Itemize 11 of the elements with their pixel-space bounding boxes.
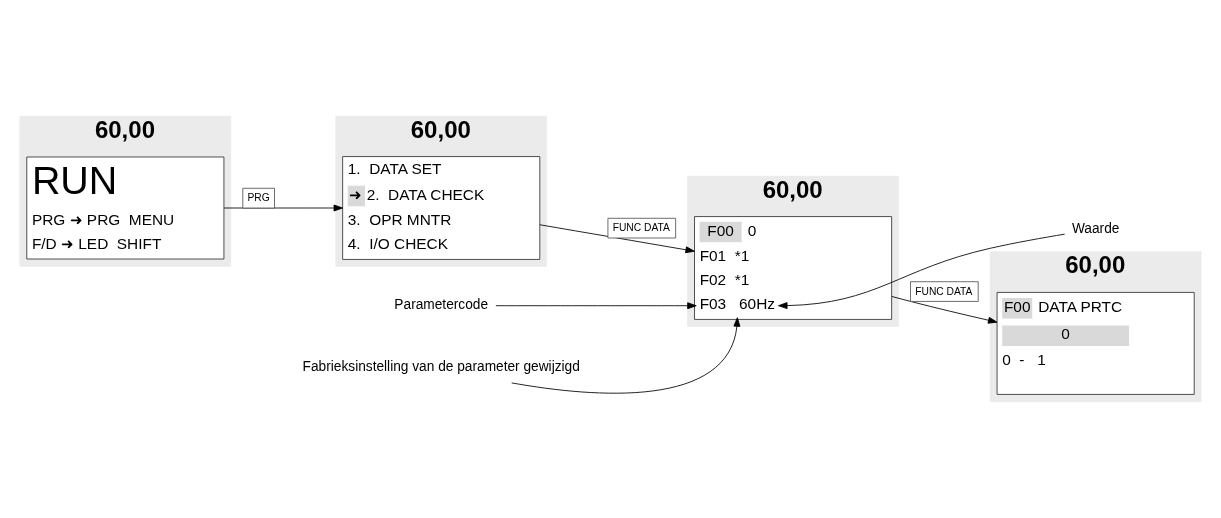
node-text: Waarde (1071, 220, 1120, 236)
edge-label: FUNC DATA (915, 285, 973, 297)
arrow (891, 296, 998, 324)
arrow (539, 224, 695, 254)
arrow (511, 317, 741, 394)
edge-label: PRG (247, 192, 270, 204)
arrow (495, 302, 697, 310)
edge-label: FUNC DATA (612, 222, 670, 234)
node-text: Parametercode (394, 296, 489, 312)
node-text: Fabrieksinstelling van de parameter gewijzigd (302, 358, 580, 374)
arrow (778, 233, 1066, 310)
